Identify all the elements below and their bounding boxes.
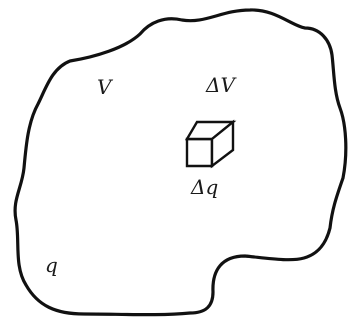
label-total-charge: q: [45, 253, 58, 277]
label-volume: V: [97, 75, 114, 99]
volume-element-cube: [187, 122, 233, 166]
label-element-volume: ΔV: [205, 73, 237, 97]
label-element-charge: Δq: [190, 175, 218, 199]
cube-front-face: [187, 139, 212, 166]
region-boundary: [15, 10, 346, 315]
